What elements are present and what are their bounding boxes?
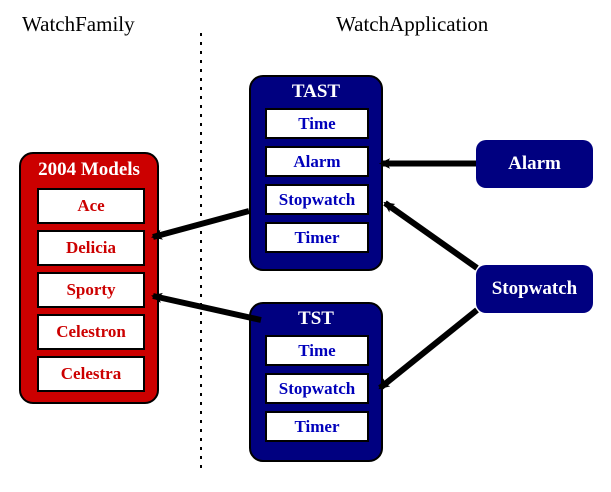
column-title-watchapplication: WatchApplication: [336, 12, 489, 36]
family-item-ace[interactable]: Ace: [37, 188, 145, 224]
arrow-stopwatch-to-tst-stopwatch: [378, 307, 479, 391]
tst-item-stopwatch[interactable]: Stopwatch: [265, 373, 369, 404]
tst-group-title: TST: [298, 308, 334, 329]
arrow-stopwatch-to-tast-stopwatch: [383, 200, 479, 271]
family-item-celestra[interactable]: Celestra: [37, 356, 145, 392]
tast-item-alarm[interactable]: Alarm: [265, 146, 369, 177]
tst-item-time[interactable]: Time: [265, 335, 369, 366]
service-box-alarm[interactable]: Alarm: [476, 140, 593, 188]
family-group-2004-models: 2004 Models Ace Delicia Sporty Celestron…: [19, 152, 159, 404]
family-item-celestron[interactable]: Celestron: [37, 314, 145, 350]
family-item-delicia[interactable]: Delicia: [37, 230, 145, 266]
arrow-tst-to-family-sporty: [151, 292, 262, 323]
tast-item-stopwatch[interactable]: Stopwatch: [265, 184, 369, 215]
column-title-watchfamily: WatchFamily: [22, 12, 135, 36]
tast-item-time[interactable]: Time: [265, 108, 369, 139]
dotted-divider: [200, 33, 202, 471]
family-group-title: 2004 Models: [38, 159, 140, 180]
tst-item-timer[interactable]: Timer: [265, 411, 369, 442]
application-group-tst: TST Time Stopwatch Timer: [249, 302, 383, 462]
application-group-tast: TAST Time Alarm Stopwatch Timer: [249, 75, 383, 271]
tast-item-timer[interactable]: Timer: [265, 222, 369, 253]
family-item-sporty[interactable]: Sporty: [37, 272, 145, 308]
service-box-stopwatch[interactable]: Stopwatch: [476, 265, 593, 313]
tast-group-title: TAST: [291, 81, 341, 102]
